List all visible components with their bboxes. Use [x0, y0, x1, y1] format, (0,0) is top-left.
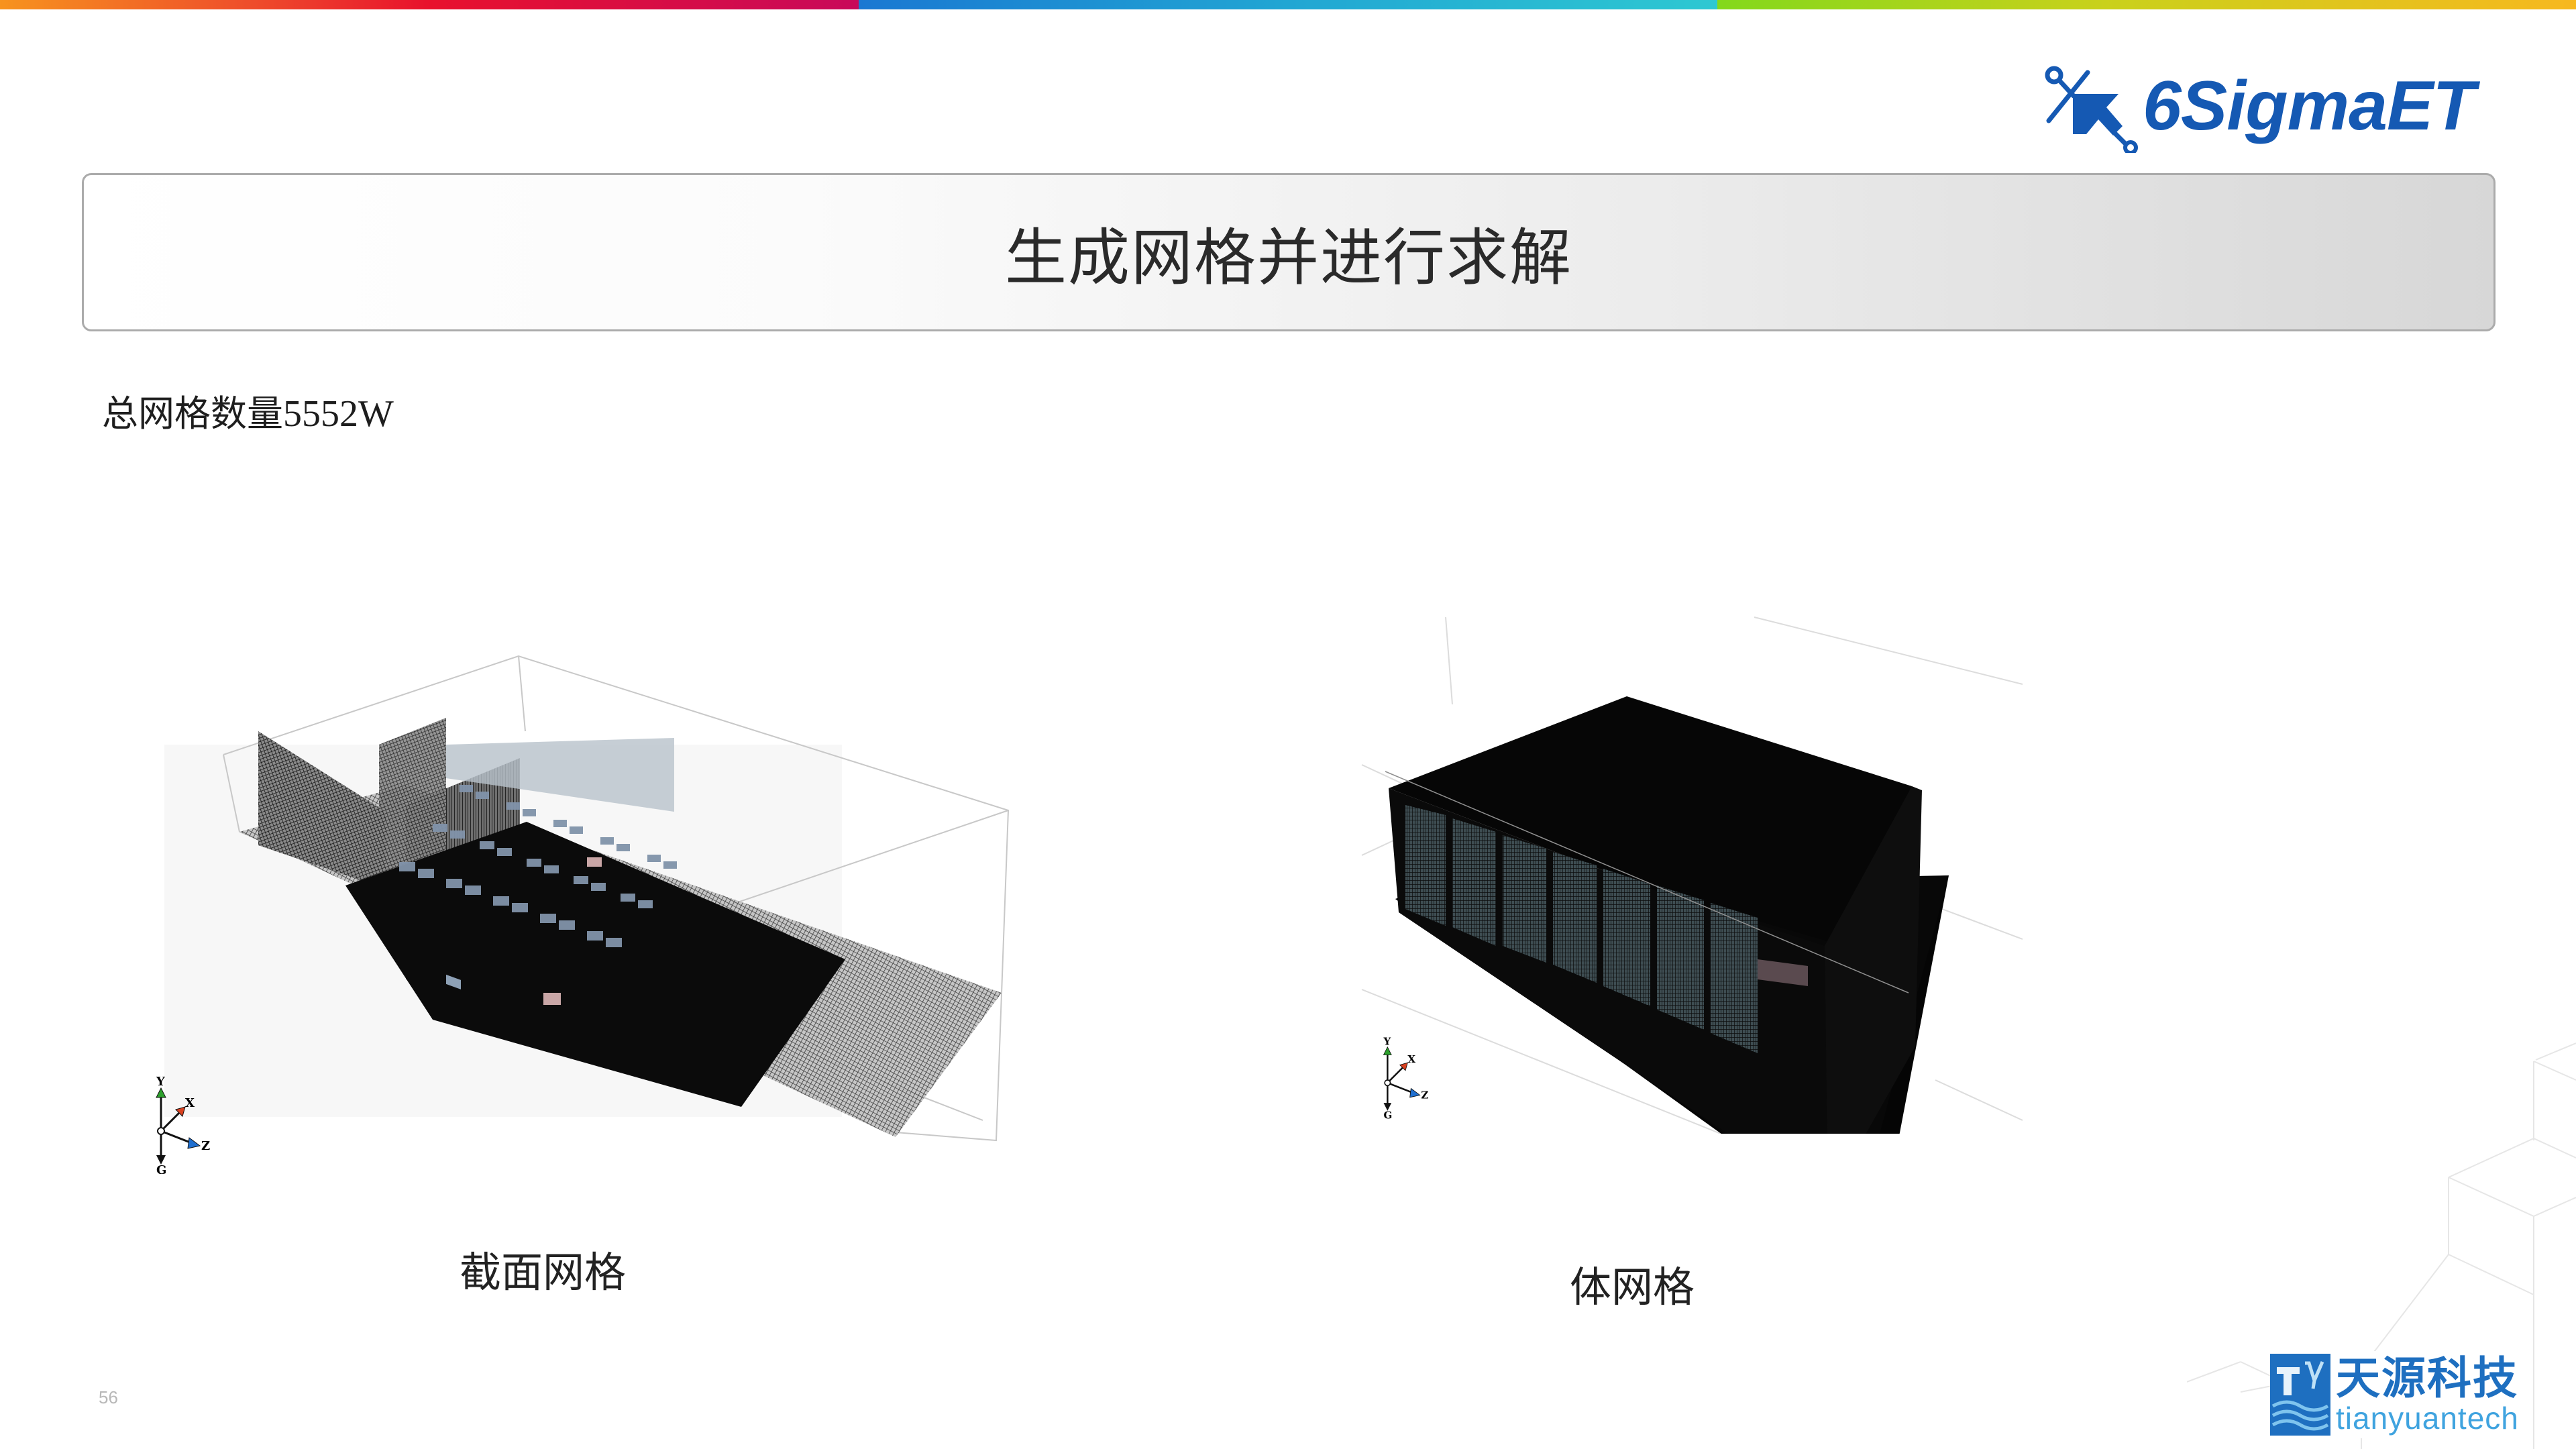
svg-text:Y: Y	[1383, 1036, 1391, 1048]
slide-title-box: 生成网格并进行求解	[82, 173, 2496, 331]
section-mesh-render	[164, 655, 1010, 1142]
brand-wordmark: 6SigmaET	[2143, 67, 2475, 145]
svg-text:Y: Y	[156, 1075, 166, 1089]
slide-title: 生成网格并进行求解	[1004, 221, 1572, 294]
6sigmaet-logo: 6SigmaET	[2039, 59, 2475, 153]
section-mesh-figure: Y X Z G	[156, 644, 1016, 1174]
axis-triad-icon: Y X Z G	[156, 1075, 210, 1174]
svg-text:X: X	[1407, 1053, 1415, 1065]
color-bar-segment-green	[1717, 0, 2576, 9]
decorative-cube-pattern	[2187, 1042, 2576, 1449]
page-number: 56	[99, 1387, 118, 1407]
ty-badge-icon	[2270, 1354, 2330, 1436]
color-bar-segment-blue	[859, 0, 1717, 9]
svg-text:X: X	[185, 1096, 195, 1110]
mesh-count-label: 总网格数量	[102, 392, 283, 435]
axis-triad-icon: Y X Z G	[1383, 1036, 1429, 1121]
tianyuantech-logo: 天源科技 tianyuantech	[2270, 1351, 2522, 1438]
svg-text:Z: Z	[201, 1139, 210, 1153]
top-color-bar	[0, 0, 2576, 9]
cursor-cross-icon	[2045, 66, 2138, 153]
section-mesh-caption: 截面网格	[460, 1248, 627, 1297]
mesh-count-value: 5552W	[283, 393, 394, 435]
company-name-en: tianyuantech	[2336, 1400, 2519, 1436]
volume-mesh-caption: 体网格	[1570, 1263, 1695, 1311]
mesh-count-summary: 总网格数量5552W	[102, 384, 394, 437]
svg-text:Z: Z	[1421, 1089, 1428, 1102]
volume-mesh-render	[1361, 616, 2023, 1134]
svg-text:G: G	[156, 1163, 166, 1174]
svg-text:G: G	[1384, 1110, 1393, 1121]
company-name-cn: 天源科技	[2336, 1352, 2518, 1405]
volume-mesh-figure: Y X Z G	[1345, 610, 2036, 1134]
color-bar-segment-red	[0, 0, 859, 9]
